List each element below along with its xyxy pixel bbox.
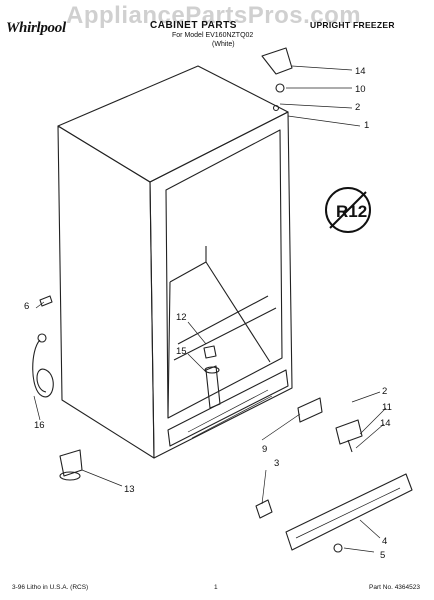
footer-page-number: 1 xyxy=(214,584,218,591)
model-finish: (White) xyxy=(212,41,235,48)
bottom-hinge xyxy=(335,419,363,445)
cabinet-base-grille xyxy=(167,369,289,447)
top-hinge xyxy=(261,47,293,75)
bracket-9 xyxy=(297,397,323,423)
callout-label: 10 xyxy=(355,84,366,95)
footer-part-number: Part No. 4364523 xyxy=(369,584,420,591)
callout-label: 15 xyxy=(176,346,187,357)
drain-cap xyxy=(203,345,217,359)
cabinet-top xyxy=(57,65,289,183)
callout-label: 1 xyxy=(364,120,370,131)
callout-label: 14 xyxy=(380,418,391,429)
callout-label: 9 xyxy=(262,444,268,455)
model-number: For Model EV160NZTQ02 xyxy=(172,32,254,39)
callout-label: 3 xyxy=(274,458,280,469)
callout-label: 11 xyxy=(382,402,392,413)
callout-label: 12 xyxy=(176,312,187,323)
brand-logo: Whirlpool xyxy=(6,20,66,36)
clip-3 xyxy=(255,499,273,519)
callout-label: 5 xyxy=(380,550,386,561)
callout-label: 2 xyxy=(382,386,388,397)
footer-print-info: 3-96 Litho in U.S.A. (RCS) xyxy=(12,584,89,591)
toe-grille xyxy=(285,473,413,551)
product-name: UPRIGHT FREEZER xyxy=(310,20,395,30)
r12-badge: R12 xyxy=(325,187,371,233)
r12-badge-text: R12 xyxy=(336,202,367,221)
callout-label: 6 xyxy=(24,301,30,312)
callout-label: 4 xyxy=(382,536,388,547)
callout-label: 13 xyxy=(124,484,135,495)
callout-label: 16 xyxy=(34,420,45,431)
callout-label: 2 xyxy=(355,102,361,113)
cabinet-side xyxy=(57,125,155,459)
callout-label: 14 xyxy=(355,66,366,77)
screw-6 xyxy=(39,295,53,307)
cabinet-inner-opening xyxy=(165,129,283,419)
watermark: AppliancePartsPros.com xyxy=(66,2,362,29)
page-title: CABINET PARTS xyxy=(150,20,237,31)
power-cord xyxy=(32,339,54,398)
